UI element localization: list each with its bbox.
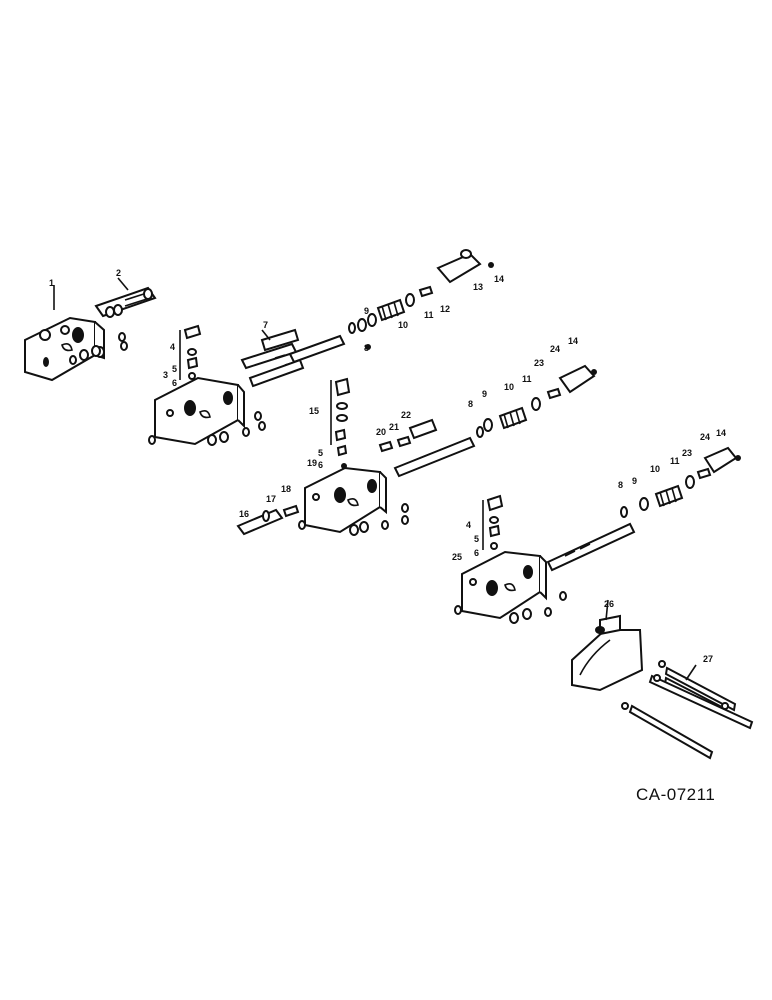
callout-17: 17: [266, 494, 276, 504]
callout-19: 19: [307, 458, 317, 468]
inlet-section-group: [24, 277, 157, 382]
callout-10-row3: 10: [504, 382, 514, 392]
callout-14: 14: [494, 274, 504, 284]
callout-18: 18: [281, 484, 291, 494]
callout-5-row3: 5: [318, 448, 323, 458]
callout-11-row3: 11: [522, 374, 532, 384]
callout-25: 25: [452, 552, 462, 562]
outlet-section-group: [571, 599, 754, 760]
callout-6: 6: [172, 378, 177, 388]
callout-8: 8: [364, 343, 369, 353]
callout-21: 21: [389, 422, 399, 432]
figure-code: CA-07211: [636, 785, 715, 804]
callout-26: 26: [604, 599, 614, 609]
callout-23-row4: 23: [682, 448, 692, 458]
callout-8-row3: 8: [468, 399, 473, 409]
callout-9-row3: 9: [482, 389, 487, 399]
callout-27: 27: [703, 654, 713, 664]
callout-1: 1: [49, 278, 54, 288]
callout-6-row3: 6: [318, 460, 323, 470]
callout-12: 12: [440, 304, 450, 314]
callout-5: 5: [172, 364, 177, 374]
callout-8-row4: 8: [618, 480, 623, 490]
callout-24-row4: 24: [700, 432, 710, 442]
callout-7: 7: [263, 320, 268, 330]
callout-4: 4: [170, 342, 175, 352]
callout-labels: 1 2 3 4 5 6 7 8 9 10 11 12 13 14 15 16 1…: [49, 268, 726, 664]
callout-22: 22: [401, 410, 411, 420]
callout-14-row4: 14: [716, 428, 726, 438]
callout-13: 13: [473, 282, 483, 292]
work-section-2-group: [236, 364, 597, 536]
callout-24: 24: [550, 344, 560, 354]
callout-16: 16: [239, 509, 249, 519]
callout-4-row4: 4: [466, 520, 471, 530]
work-section-3-group: [454, 446, 741, 624]
callout-23: 23: [534, 358, 544, 368]
callout-10-row4: 10: [650, 464, 660, 474]
callout-5-row4: 5: [474, 534, 479, 544]
callout-11: 11: [424, 310, 434, 320]
callout-20: 20: [376, 427, 386, 437]
callout-2: 2: [116, 268, 121, 278]
callout-6-row4: 6: [474, 548, 479, 558]
callout-11-row4: 11: [670, 456, 680, 466]
callout-15: 15: [309, 406, 319, 416]
callout-3: 3: [163, 370, 168, 380]
callout-9-row4: 9: [632, 476, 637, 486]
callout-9: 9: [364, 306, 369, 316]
callout-10: 10: [398, 320, 408, 330]
callout-14-row3: 14: [568, 336, 578, 346]
work-section-1-group: [148, 249, 494, 446]
